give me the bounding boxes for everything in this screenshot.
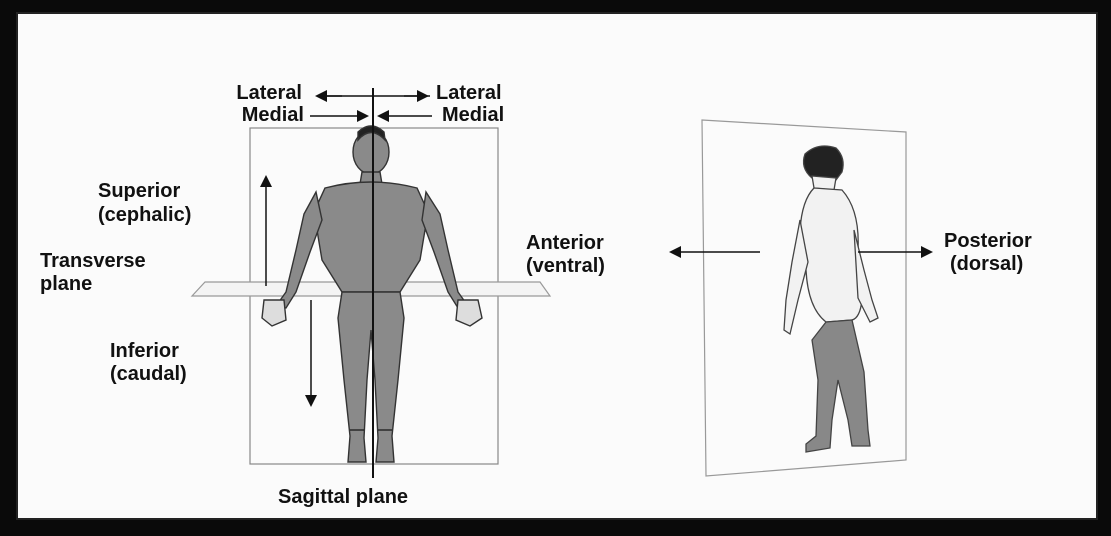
label-ventral: (ventral)	[526, 255, 605, 277]
label-lateral-right: Lateral	[436, 82, 502, 104]
coronal-plane	[702, 120, 906, 476]
label-medial-left: Medial	[190, 104, 304, 126]
label-superior: Superior	[98, 180, 180, 202]
label-sagittal-plane: Sagittal plane	[278, 486, 408, 508]
label-caudal: (caudal)	[110, 363, 187, 385]
label-medial-right: Medial	[442, 104, 504, 126]
label-inferior: Inferior	[110, 340, 179, 362]
side-body-figure	[784, 146, 878, 452]
label-plane: plane	[40, 273, 92, 295]
label-lateral-left: Lateral	[190, 82, 302, 104]
label-cephalic: (cephalic)	[98, 204, 191, 226]
label-posterior: Posterior	[944, 230, 1032, 252]
label-transverse: Transverse	[40, 250, 146, 272]
label-anterior: Anterior	[526, 232, 604, 254]
label-dorsal: (dorsal)	[950, 253, 1023, 275]
